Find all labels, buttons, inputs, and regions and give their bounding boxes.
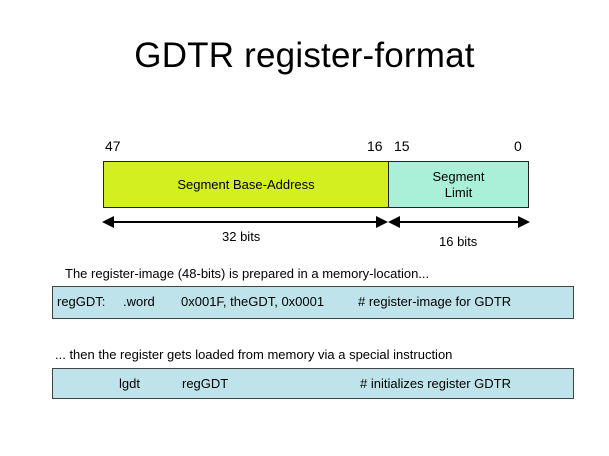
code-label: regGDT: (57, 294, 106, 309)
code-comment: # register-image for GDTR (358, 294, 512, 309)
note-load-instruction: ... then the register gets loaded from m… (55, 347, 453, 362)
limit-width-arrow (388, 216, 530, 228)
page-title: GDTR register-format (134, 36, 475, 75)
code-operands: 0x001F, theGDT, 0x0001 (181, 294, 325, 309)
segment-limit-field: Segment Limit (388, 161, 529, 208)
code-comment-lgdt: # initializes register GDTR (360, 376, 511, 391)
note-register-image: The register-image (48-bits) is prepared… (65, 266, 430, 281)
code-box-lgdt: lgdt regGDT # initializes register GDTR (52, 368, 574, 399)
base-width-label: 32 bits (222, 229, 261, 244)
segment-base-address-label: Segment Base-Address (177, 176, 315, 192)
base-width-arrow (102, 216, 388, 228)
segment-limit-label-line2: Limit (444, 184, 473, 200)
code-box-register-image: regGDT: .word 0x001F, theGDT, 0x0001 # r… (52, 286, 574, 319)
bit-number-0: 0 (514, 138, 522, 154)
bit-number-15: 15 (394, 138, 410, 154)
limit-width-label: 16 bits (439, 234, 478, 249)
code-directive: .word (123, 294, 155, 309)
segment-base-address-field: Segment Base-Address (103, 161, 389, 208)
code-instruction: lgdt (119, 376, 140, 391)
bit-number-16: 16 (367, 138, 383, 154)
segment-limit-label-line1: Segment (432, 168, 485, 184)
bit-number-47: 47 (105, 138, 121, 154)
code-operand: regGDT (182, 376, 229, 391)
